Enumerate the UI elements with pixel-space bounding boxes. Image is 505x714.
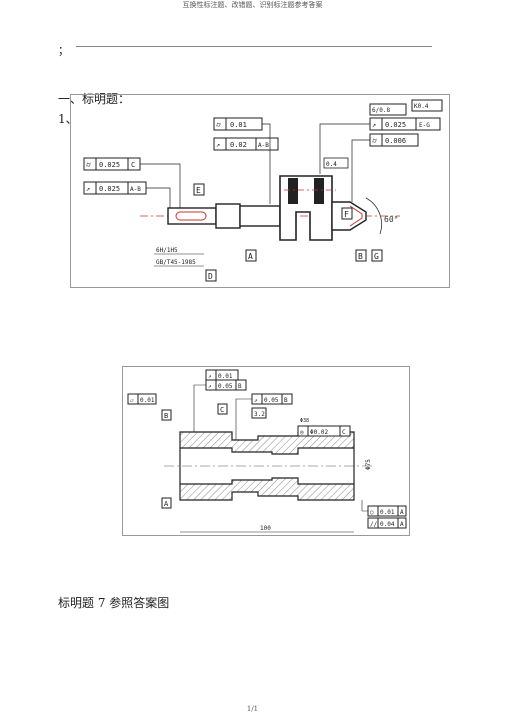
figure-crankshaft-drawing: 60° ⌭ 0.025 C ↗ 0.025 A-B ⌭ 0.01 ↗ 0.02 … (70, 94, 450, 288)
datum-F: F (344, 210, 349, 219)
fig2-flatness: 0.01 (140, 397, 155, 404)
fig2-tol-top2: 0.05 (218, 383, 233, 390)
svg-text:⌭: ⌭ (372, 137, 377, 145)
fig1-tol-tl2: 0.025 (99, 185, 120, 193)
item-number: 1、 (58, 112, 78, 126)
datum-D: D (208, 272, 213, 281)
fig1-right-side-label: 0.4 (326, 161, 337, 168)
fig1-tol-tl2-datum: A-B (130, 186, 141, 193)
datum-A: A (248, 252, 253, 261)
fig2-tol-bottom1-datum: A (400, 509, 404, 516)
svg-text:⌭: ⌭ (86, 161, 91, 169)
fig2-bore-upper-small: Φ38 (300, 418, 309, 424)
fig1-tol-right1-datum: E-G (419, 122, 430, 129)
fig1-box-tr2: K0.4 (414, 103, 429, 110)
fig2-tol-bottom2-datum: A (400, 521, 404, 528)
fig2-right-dim: Φ75 (365, 459, 372, 470)
svg-text:○: ○ (370, 509, 374, 516)
stray-punctuation: ； (58, 44, 69, 57)
svg-text:⌭: ⌭ (216, 121, 221, 129)
fig1-tol-mid1: 0.01 (230, 121, 247, 129)
std-label: GB/T45-1985 (156, 259, 196, 266)
svg-text:↗: ↗ (86, 185, 90, 193)
fig2-datum-C: C (220, 406, 224, 414)
keyway-label: 6H/1H5 (156, 247, 178, 254)
fig2-tol-mid: 0.05 (264, 397, 279, 404)
fig2-tol-mid-datum: B (284, 397, 288, 404)
fig2-datum-B: B (164, 412, 168, 420)
fig2-tol-top2-datum: B (238, 383, 242, 390)
fig2-tol-bottom2: 0.04 (380, 521, 395, 528)
svg-text:◎: ◎ (300, 429, 304, 436)
fig2-bore-dim: Φ0.02 (310, 429, 328, 436)
svg-text:↗: ↗ (254, 397, 258, 404)
fig2-datum-A: A (164, 500, 169, 508)
fig2-tol-bottom1: 0.01 (380, 509, 395, 516)
fig1-tol-mid2: 0.02 (230, 141, 247, 149)
fig1-tol-tl1: 0.025 (99, 161, 120, 169)
section-heading: 一、标明题： (58, 92, 131, 106)
fig2-tol-top1: 0.01 (218, 373, 233, 380)
fig2-bore-datum: C (342, 429, 346, 436)
svg-text:↗: ↗ (372, 121, 376, 129)
fig2-length-dim: 100 (260, 525, 271, 532)
figure-bushing-drawing: ↗ 0.01 ↗ 0.05 B ▱ 0.01 ↗ 0.05 B C B A 3.… (122, 366, 410, 536)
angle-label: 60° (384, 215, 398, 224)
figure-caption: 标明题 7 参照答案图 (58, 596, 170, 610)
svg-text:↗: ↗ (216, 141, 220, 149)
fig1-tol-mid2-datum: A-B (258, 142, 269, 149)
header-rule (76, 46, 432, 47)
svg-text://: // (370, 521, 378, 528)
svg-text:▱: ▱ (130, 397, 134, 404)
fig2-dim-small: 3.2 (254, 411, 265, 418)
svg-text:↗: ↗ (208, 383, 212, 390)
datum-B: B (358, 252, 363, 261)
page-number: 1/1 (246, 705, 259, 713)
datum-E: E (196, 186, 201, 195)
fig1-box-tr1: 6/0.8 (372, 107, 390, 114)
datum-G: G (374, 252, 379, 261)
svg-text:↗: ↗ (208, 373, 212, 380)
fig1-tol-right2: 0.006 (385, 137, 406, 145)
fig1-tol-right1: 0.025 (385, 121, 406, 129)
page-header: 互换性标注题、改错题、识别标注题参考答案 (182, 1, 323, 9)
svg-text:C: C (131, 161, 135, 169)
